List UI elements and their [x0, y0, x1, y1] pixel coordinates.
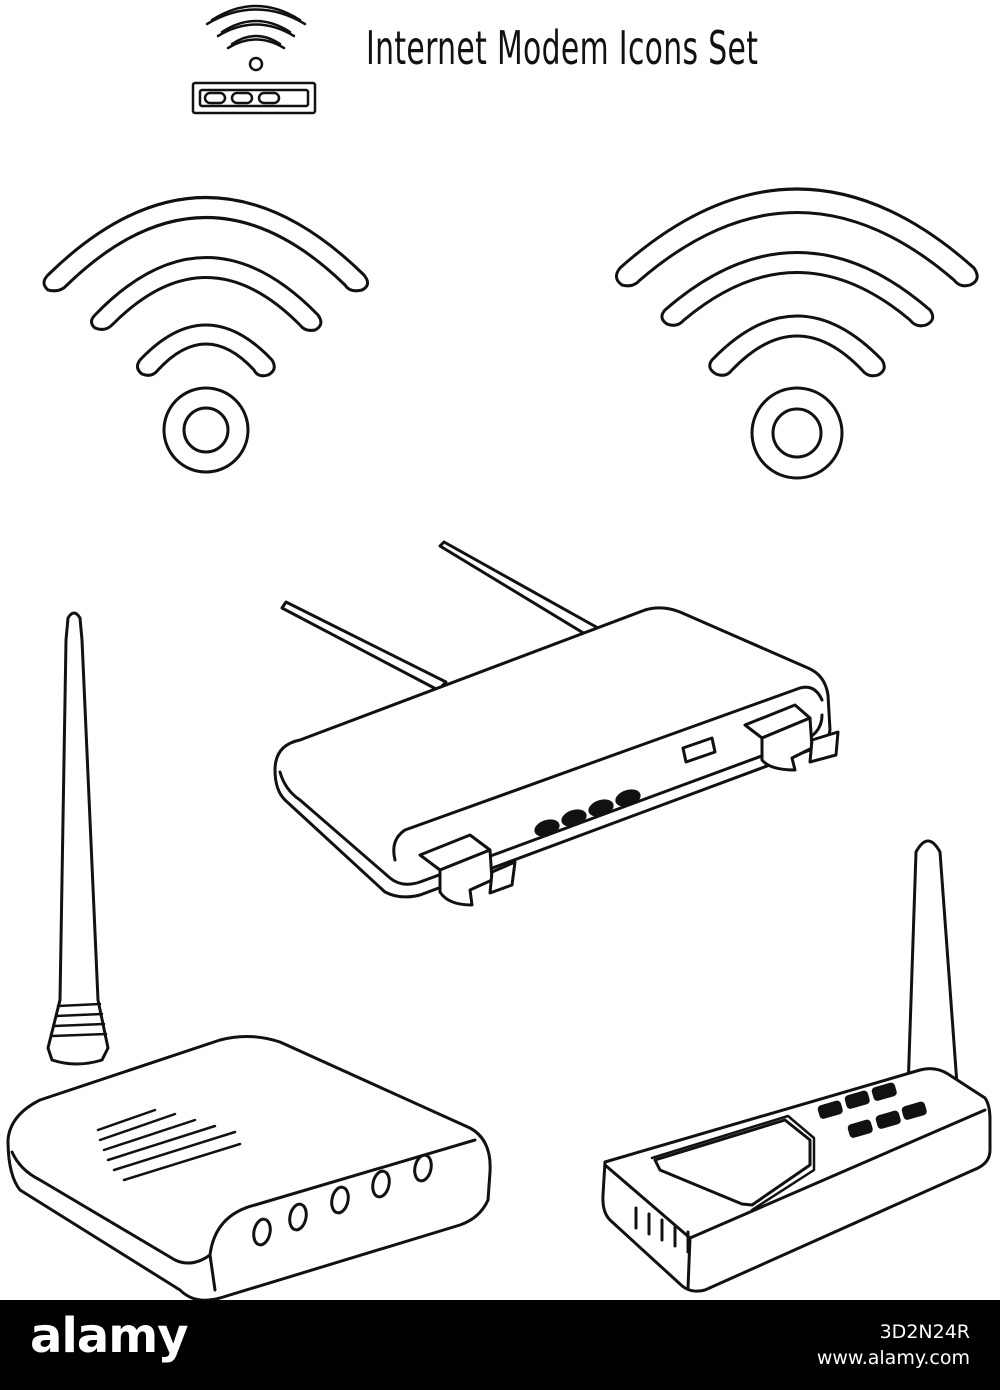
brand-logo-text: alamy	[30, 1308, 189, 1364]
image-id-label: 3D2N24R	[879, 1321, 970, 1343]
icon-artwork	[6, 4, 992, 1300]
small-router-wifi-icon	[191, 4, 317, 115]
router-two-antennas-icon	[273, 540, 840, 907]
site-url-label: www.alamy.com	[816, 1347, 970, 1369]
wifi-signal-icon-right	[615, 187, 979, 480]
router-single-antenna-icon	[6, 611, 492, 1300]
watermark-footer-bar	[0, 1300, 1000, 1390]
router-small-antenna-icon	[601, 839, 992, 1293]
page-title: Internet Modem Icons Set	[366, 21, 759, 75]
wifi-signal-icon-left	[42, 196, 369, 474]
